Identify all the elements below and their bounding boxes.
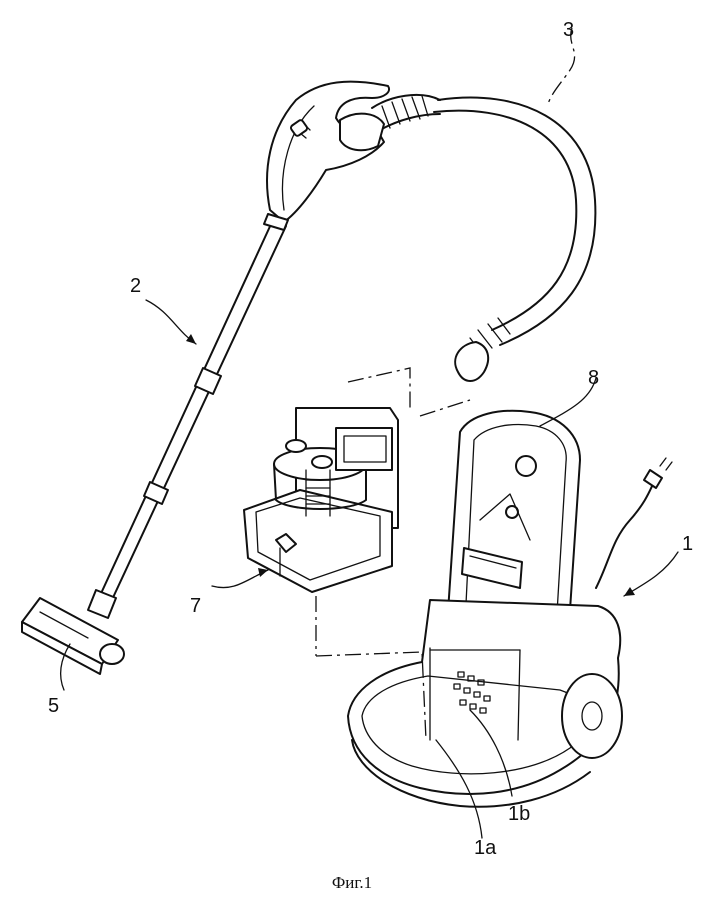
label-7: 7 [190,595,201,617]
label-1b: 1b [508,803,530,825]
main-body [347,457,673,808]
label-8: 8 [588,367,599,389]
cover [447,409,581,647]
hose [371,93,597,382]
nozzle [21,597,125,675]
label-3: 3 [563,19,574,41]
assembly-lines [315,27,576,741]
leaders [59,299,679,839]
dust-container [243,407,399,593]
label-5: 5 [48,695,59,717]
figure-caption: Фиг.1 [332,873,372,892]
label-1: 1 [682,533,693,555]
label-1a: 1a [474,837,497,859]
label-2: 2 [130,275,141,297]
handle [266,80,390,223]
wand [87,213,289,619]
